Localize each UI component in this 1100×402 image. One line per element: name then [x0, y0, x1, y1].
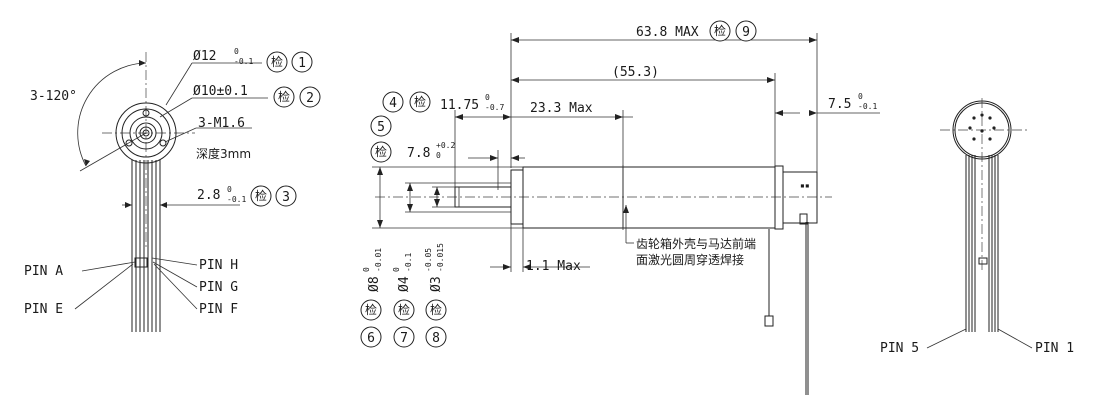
pin-f-label: PIN F: [199, 302, 238, 317]
svg-text:11.75: 11.75: [440, 98, 479, 113]
item-number-badge: 9: [742, 25, 750, 40]
inspect-badge: 检: [365, 302, 377, 317]
weld-note-line-2: 面激光圆周穿透焊接: [636, 252, 744, 267]
pin-h-label: PIN H: [199, 258, 238, 273]
dim-dia-8: Ø8 0 -0.01 检 6: [360, 248, 383, 348]
dim-rear-cap: 7.5 0 -0.1: [828, 92, 877, 112]
pin-g-label: PIN G: [199, 280, 238, 295]
weld-note-line-1: 齿轮箱外壳与马达前端: [636, 236, 756, 251]
svg-text:Ø12: Ø12: [193, 49, 216, 64]
inspect-badge: 检: [430, 302, 442, 317]
svg-text:0: 0: [227, 185, 232, 194]
dim-flange-thickness: 1.1 Max: [526, 259, 581, 274]
svg-text:+0.2: +0.2: [436, 141, 455, 150]
pin-a-label: PIN A: [24, 264, 63, 279]
svg-text:0: 0: [858, 92, 863, 101]
svg-text:Ø8: Ø8: [367, 276, 382, 292]
svg-text:-0.015: -0.015: [436, 243, 445, 272]
right-rear-view: [926, 98, 1033, 349]
dim-dia-4: Ø4 0 -0.1 检 7: [392, 253, 415, 348]
inspect-badge: 检: [255, 188, 267, 203]
item-number-badge: 8: [432, 331, 440, 346]
svg-text:-0.1: -0.1: [858, 102, 877, 111]
dim-shoulder: 5 检 7.8 +0.2 0: [370, 115, 455, 163]
item-number-badge: 2: [306, 91, 314, 106]
left-front-view: [74, 52, 268, 332]
dim-overall-length: 63.8 MAX 检 9: [636, 20, 757, 42]
svg-text:0: 0: [436, 151, 441, 160]
item-number-badge: 7: [400, 331, 408, 346]
dim-gearbox-length: 23.3 Max: [530, 101, 593, 116]
inspect-badge: 检: [278, 89, 290, 104]
svg-text:0: 0: [485, 93, 490, 102]
svg-text:63.8 MAX: 63.8 MAX: [636, 25, 699, 40]
inspect-badge: 检: [271, 54, 283, 69]
svg-text:-0.1: -0.1: [404, 253, 413, 272]
item-number-badge: 6: [367, 331, 375, 346]
svg-text:2.8: 2.8: [197, 188, 220, 203]
angle-label: 3-120°: [30, 89, 77, 104]
svg-text:7.8: 7.8: [407, 146, 430, 161]
svg-text:Ø4: Ø4: [397, 276, 412, 292]
thread-label: 3-M1.6: [198, 116, 245, 131]
dim-width-2-8: 2.8 0 -0.1 检 3: [197, 185, 297, 207]
svg-text:-0.01: -0.01: [374, 248, 383, 272]
side-view: ▪▪: [372, 33, 880, 395]
svg-text:7.5: 7.5: [828, 97, 851, 112]
item-number-badge: 1: [298, 56, 306, 71]
item-number-badge: 3: [282, 190, 290, 205]
dim-body-reference: (55.3): [612, 65, 659, 80]
pin-5-label: PIN 5: [880, 341, 919, 356]
dim-dia-10: Ø10±0.1 检 2: [193, 84, 321, 108]
pin-e-label: PIN E: [24, 302, 63, 317]
svg-text:-0.1: -0.1: [234, 57, 253, 66]
svg-text:-0.1: -0.1: [227, 195, 246, 204]
svg-text:-0.05: -0.05: [424, 248, 433, 272]
dim-shaft-length: 4 检 11.75 0 -0.7: [382, 91, 504, 113]
svg-text:0: 0: [234, 47, 239, 56]
inspect-badge: 检: [414, 94, 426, 109]
svg-text:-0.7: -0.7: [485, 103, 504, 112]
pin-1-label: PIN 1: [1035, 341, 1074, 356]
inspect-badge: 检: [714, 23, 726, 38]
depth-note: 深度3mm: [196, 146, 251, 161]
inspect-badge: 检: [398, 302, 410, 317]
svg-text:Ø10±0.1: Ø10±0.1: [193, 84, 248, 99]
svg-text:Ø3: Ø3: [429, 276, 444, 292]
svg-text:0: 0: [362, 267, 371, 272]
dim-dia-3: Ø3 -0.05 -0.015 检 8: [424, 243, 447, 348]
inspect-badge: 检: [375, 144, 387, 159]
svg-text:▪▪: ▪▪: [800, 181, 810, 190]
svg-text:0: 0: [392, 267, 401, 272]
item-number-badge: 4: [389, 96, 397, 111]
dim-dia-12: Ø12 0 -0.1 检 1: [193, 47, 313, 73]
item-number-badge: 5: [377, 120, 385, 135]
